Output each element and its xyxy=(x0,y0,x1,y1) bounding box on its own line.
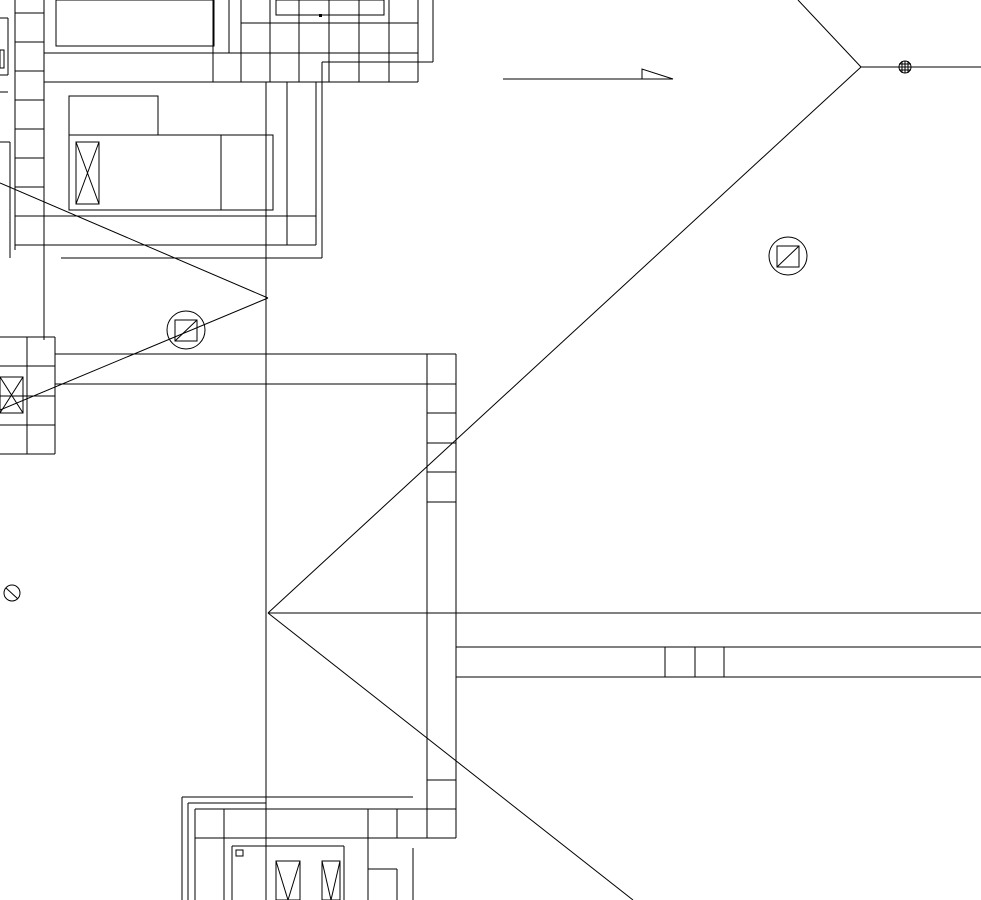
bottom-fixture-block xyxy=(181,796,456,900)
left-tile-block xyxy=(0,336,56,455)
flow-direction-arrow xyxy=(503,68,674,80)
right-horizontal-band xyxy=(268,612,981,678)
wall-outlet-symbol xyxy=(3,584,21,602)
right-slope-lines xyxy=(267,0,981,900)
horizontal-beam-band xyxy=(55,353,456,385)
floor-drain-symbol xyxy=(768,236,808,276)
left-slope-lines xyxy=(0,182,269,411)
top-left-fixture-block xyxy=(0,0,434,340)
hatched-junction-symbol xyxy=(898,60,912,74)
vertical-tile-column xyxy=(426,354,457,839)
floor-drain-symbol xyxy=(166,310,206,350)
